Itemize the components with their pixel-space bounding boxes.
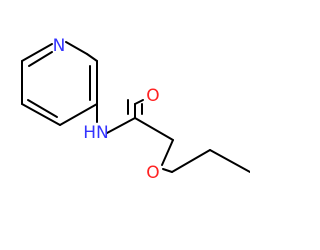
amine-nh-label: HN [83,123,109,143]
bond-c-oester [134,117,174,141]
bond-n1-c2 [65,41,88,55]
ester-oxygen-label: O [146,163,159,183]
bonds-layer [21,41,250,173]
structure-diagram: N HN O O [0,0,250,250]
background [0,0,250,250]
pyridine-nitrogen-label: N [53,36,66,56]
bond-c-o-double-a2 [134,99,144,105]
bond-c3-c4 [59,103,98,126]
bond-c-oester-b [161,139,174,166]
bond-ch2-a [171,149,211,173]
bond-nh-c [106,117,136,134]
atom-labels-layer: N HN O O [53,36,160,183]
bond-c4-c5 [21,103,61,126]
bond-c6-n1-inner [28,51,53,67]
bond-ch2-ch3 [209,149,250,173]
bond-o-ch2 [162,168,173,173]
bond-c4-c5-inner [27,99,58,118]
carbonyl-oxygen-label: O [146,86,159,106]
bond-n1-c2b [86,53,98,62]
bond-c6-n1 [21,43,53,62]
